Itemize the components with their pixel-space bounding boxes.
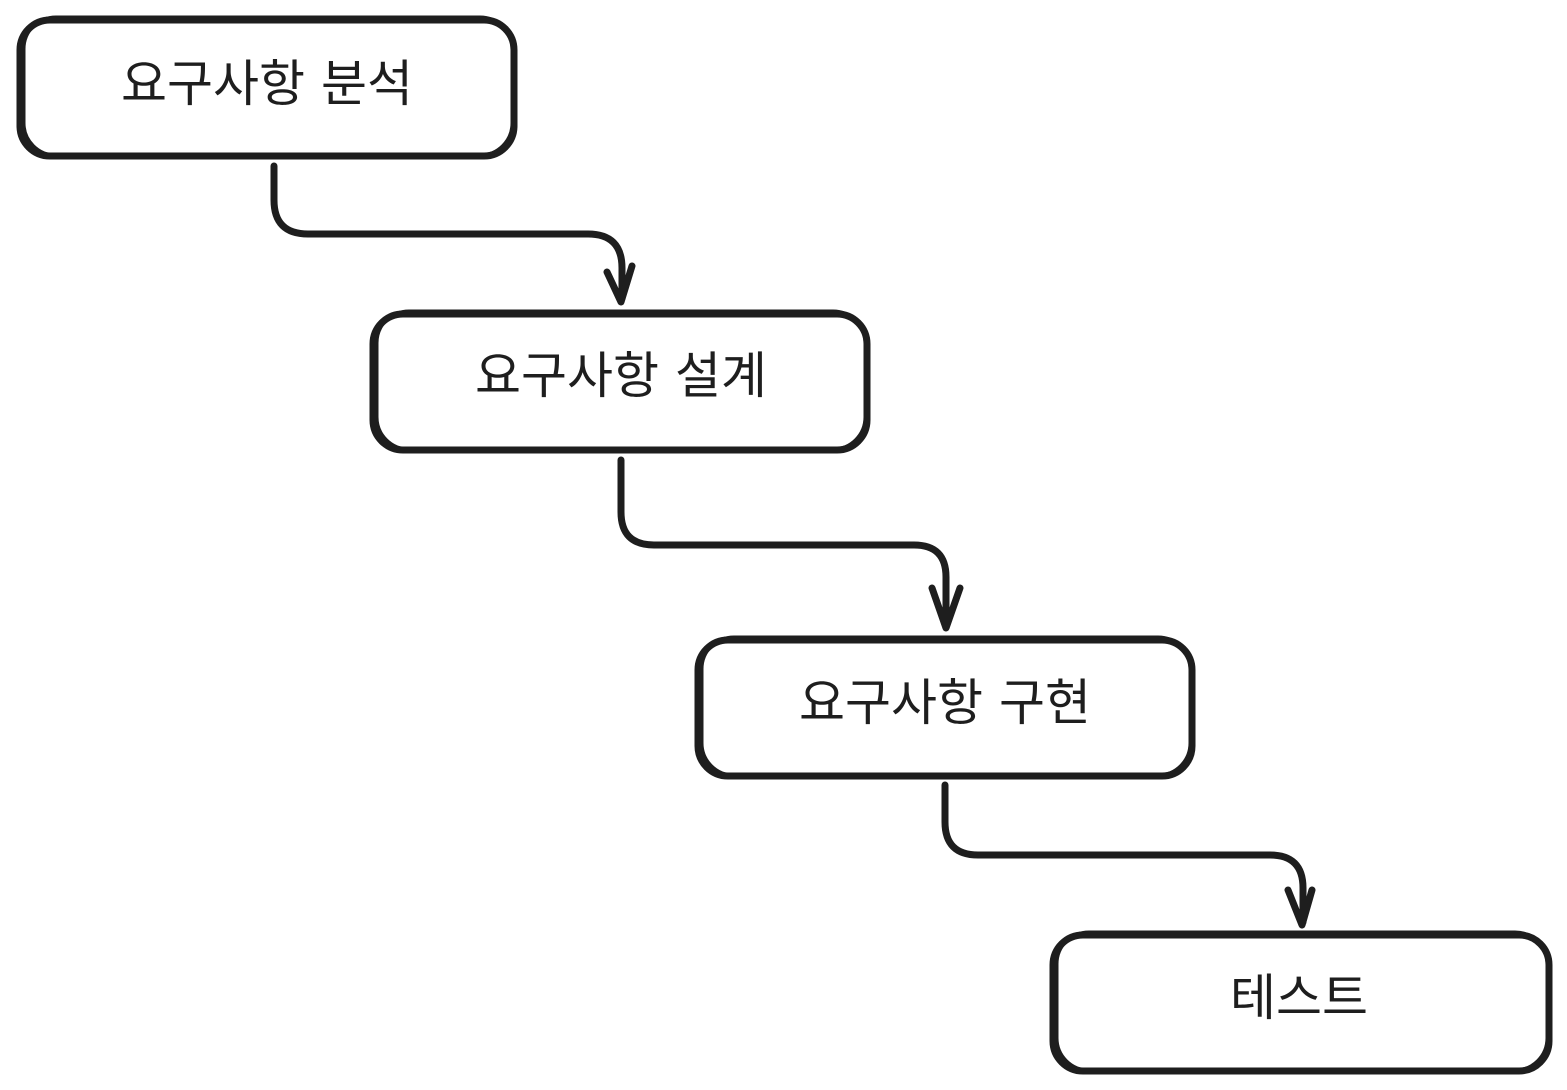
edge-analysis-to-design bbox=[270, 162, 636, 306]
edge-design-to-implementation bbox=[617, 456, 964, 632]
node-box-sketch bbox=[1055, 930, 1549, 1072]
node-label: 요구사항 설계 bbox=[475, 347, 767, 405]
arrow-head bbox=[928, 584, 964, 632]
node-box-sketch bbox=[375, 309, 867, 451]
node-analysis[interactable]: 요구사항 분석 bbox=[16, 15, 518, 160]
node-box-sketch bbox=[700, 635, 1192, 777]
connector-line bbox=[617, 456, 950, 629]
node-label: 요구사항 구현 bbox=[799, 674, 1091, 732]
node-design[interactable]: 요구사항 설계 bbox=[369, 309, 871, 454]
node-implementation[interactable]: 요구사항 구현 bbox=[694, 635, 1196, 780]
arrow-head bbox=[603, 262, 636, 306]
node-label: 테스트 bbox=[1230, 969, 1368, 1027]
node-label: 요구사항 분석 bbox=[121, 55, 413, 113]
edge-implementation-to-test bbox=[941, 781, 1316, 929]
connector-line bbox=[941, 781, 1307, 926]
arrow-head bbox=[1284, 886, 1316, 929]
connector-line bbox=[270, 162, 626, 302]
node-test[interactable]: 테스트 bbox=[1049, 930, 1553, 1075]
node-box-sketch bbox=[22, 15, 514, 157]
